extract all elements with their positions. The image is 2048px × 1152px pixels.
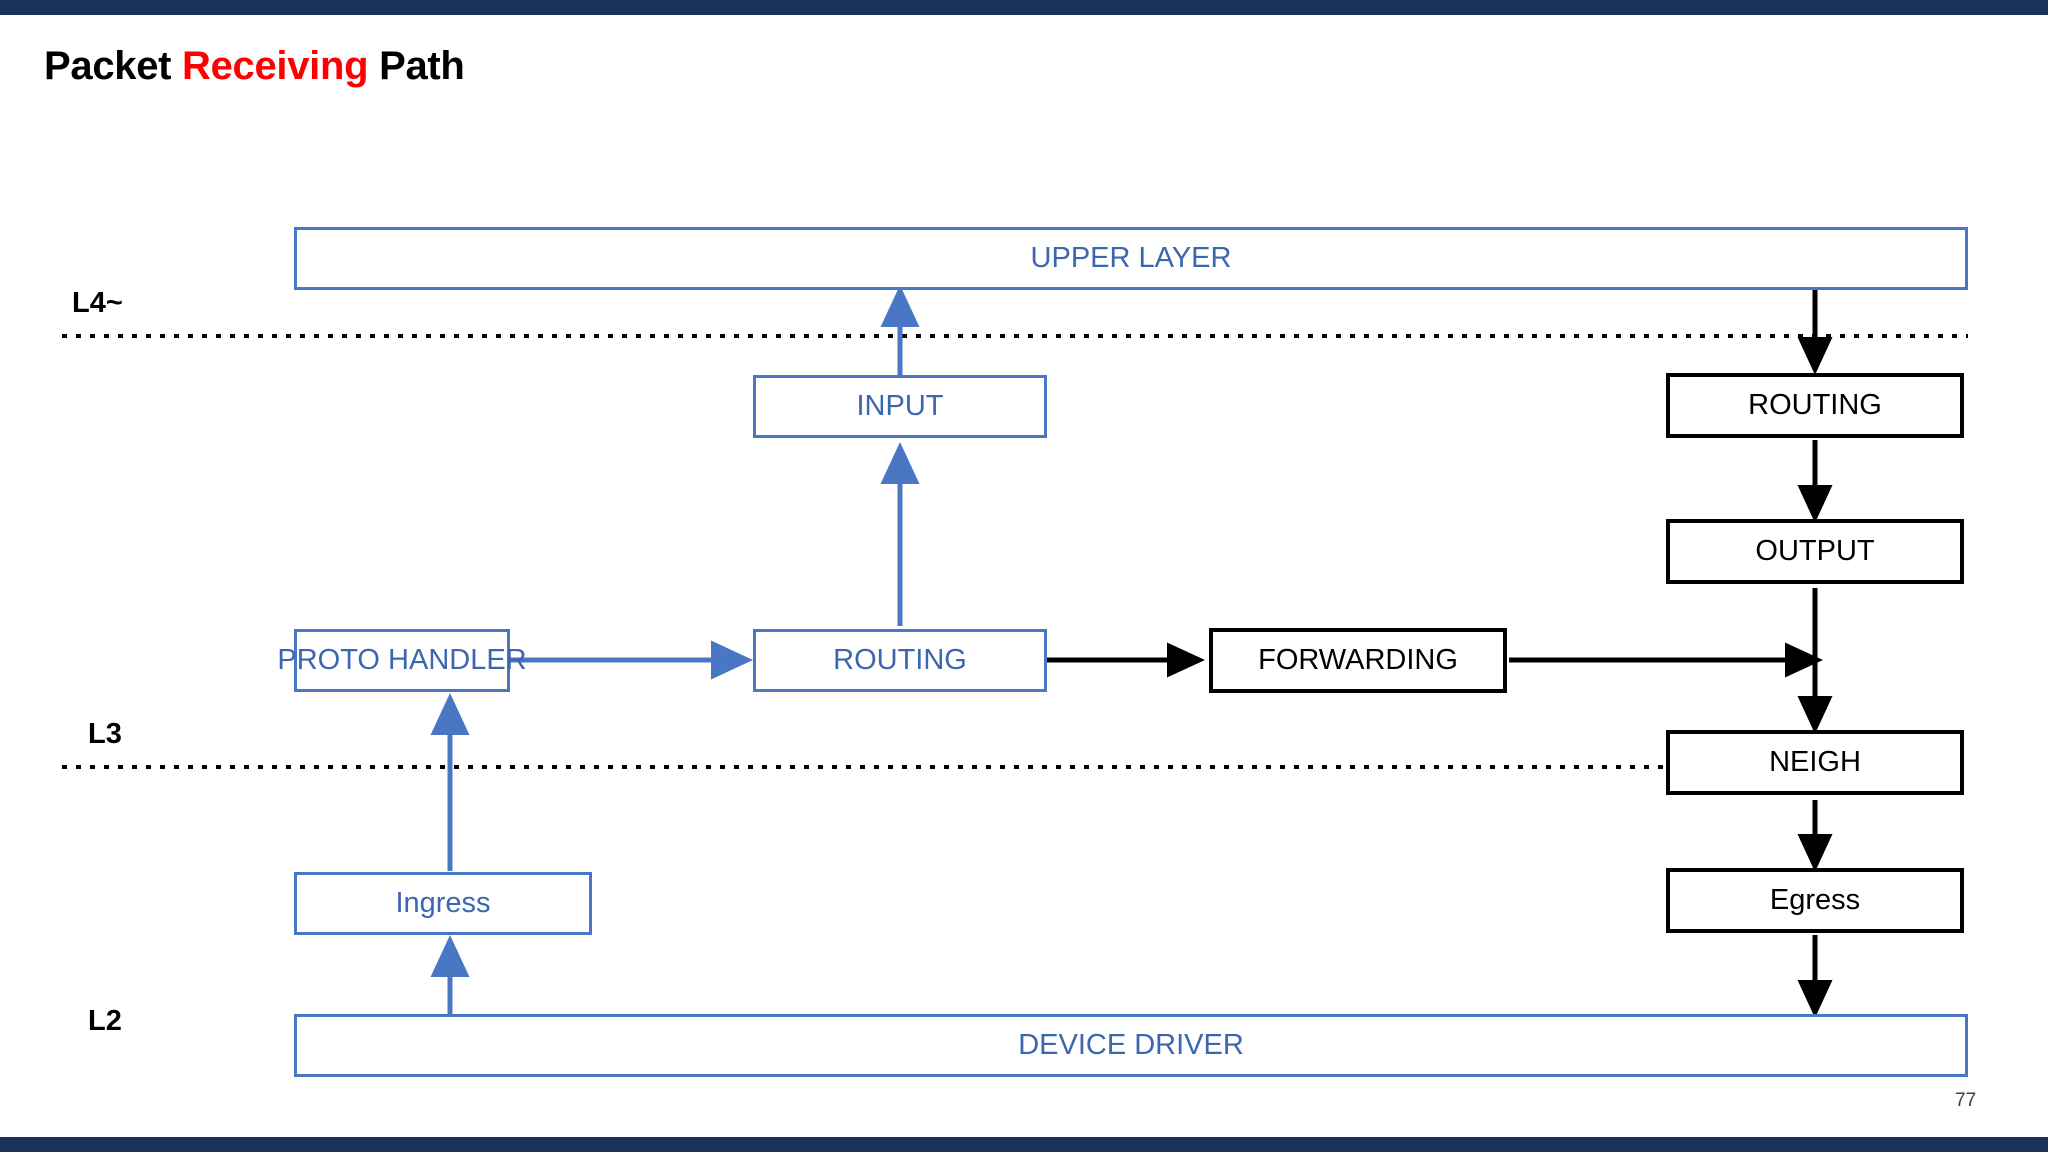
- node-ingress-label: Ingress: [395, 887, 491, 919]
- node-routing-mid-label: ROUTING: [833, 644, 967, 676]
- title-suffix: Path: [368, 44, 465, 88]
- node-output[interactable]: OUTPUT: [1666, 519, 1964, 584]
- layer-label-l4: L4~: [72, 287, 123, 319]
- node-output-label: OUTPUT: [1755, 535, 1875, 567]
- page-number: 77: [1955, 1090, 1977, 1111]
- node-ingress[interactable]: Ingress: [294, 872, 592, 935]
- node-routing-mid[interactable]: ROUTING: [753, 629, 1047, 692]
- node-neigh[interactable]: NEIGH: [1666, 730, 1964, 795]
- node-device-driver[interactable]: DEVICE DRIVER: [294, 1014, 1968, 1077]
- title-prefix: Packet: [44, 44, 182, 88]
- node-device-driver-label: DEVICE DRIVER: [1018, 1029, 1244, 1061]
- node-routing-right[interactable]: ROUTING: [1666, 373, 1964, 438]
- page-title: Packet Receiving Path: [44, 44, 465, 89]
- node-egress-label: Egress: [1769, 884, 1861, 916]
- bottom-accent-bar: [0, 1137, 2048, 1152]
- node-neigh-label: NEIGH: [1769, 746, 1861, 778]
- node-proto-handler-label: PROTO HANDLER: [277, 644, 527, 676]
- layer-label-l2: L2: [88, 1005, 122, 1037]
- node-proto-handler[interactable]: PROTO HANDLER: [277, 629, 527, 692]
- node-upper-layer-label: UPPER LAYER: [1030, 242, 1232, 274]
- top-accent-bar: [0, 0, 2048, 15]
- node-upper-layer[interactable]: UPPER LAYER: [294, 227, 1968, 290]
- node-forwarding[interactable]: FORWARDING: [1209, 628, 1507, 693]
- title-highlight: Receiving: [182, 44, 369, 88]
- node-egress[interactable]: Egress: [1666, 868, 1964, 933]
- node-input[interactable]: INPUT: [753, 375, 1047, 438]
- node-routing-right-label: ROUTING: [1748, 389, 1882, 421]
- node-input-label: INPUT: [856, 390, 944, 422]
- layer-label-l3: L3: [88, 718, 122, 750]
- node-forwarding-label: FORWARDING: [1258, 644, 1458, 676]
